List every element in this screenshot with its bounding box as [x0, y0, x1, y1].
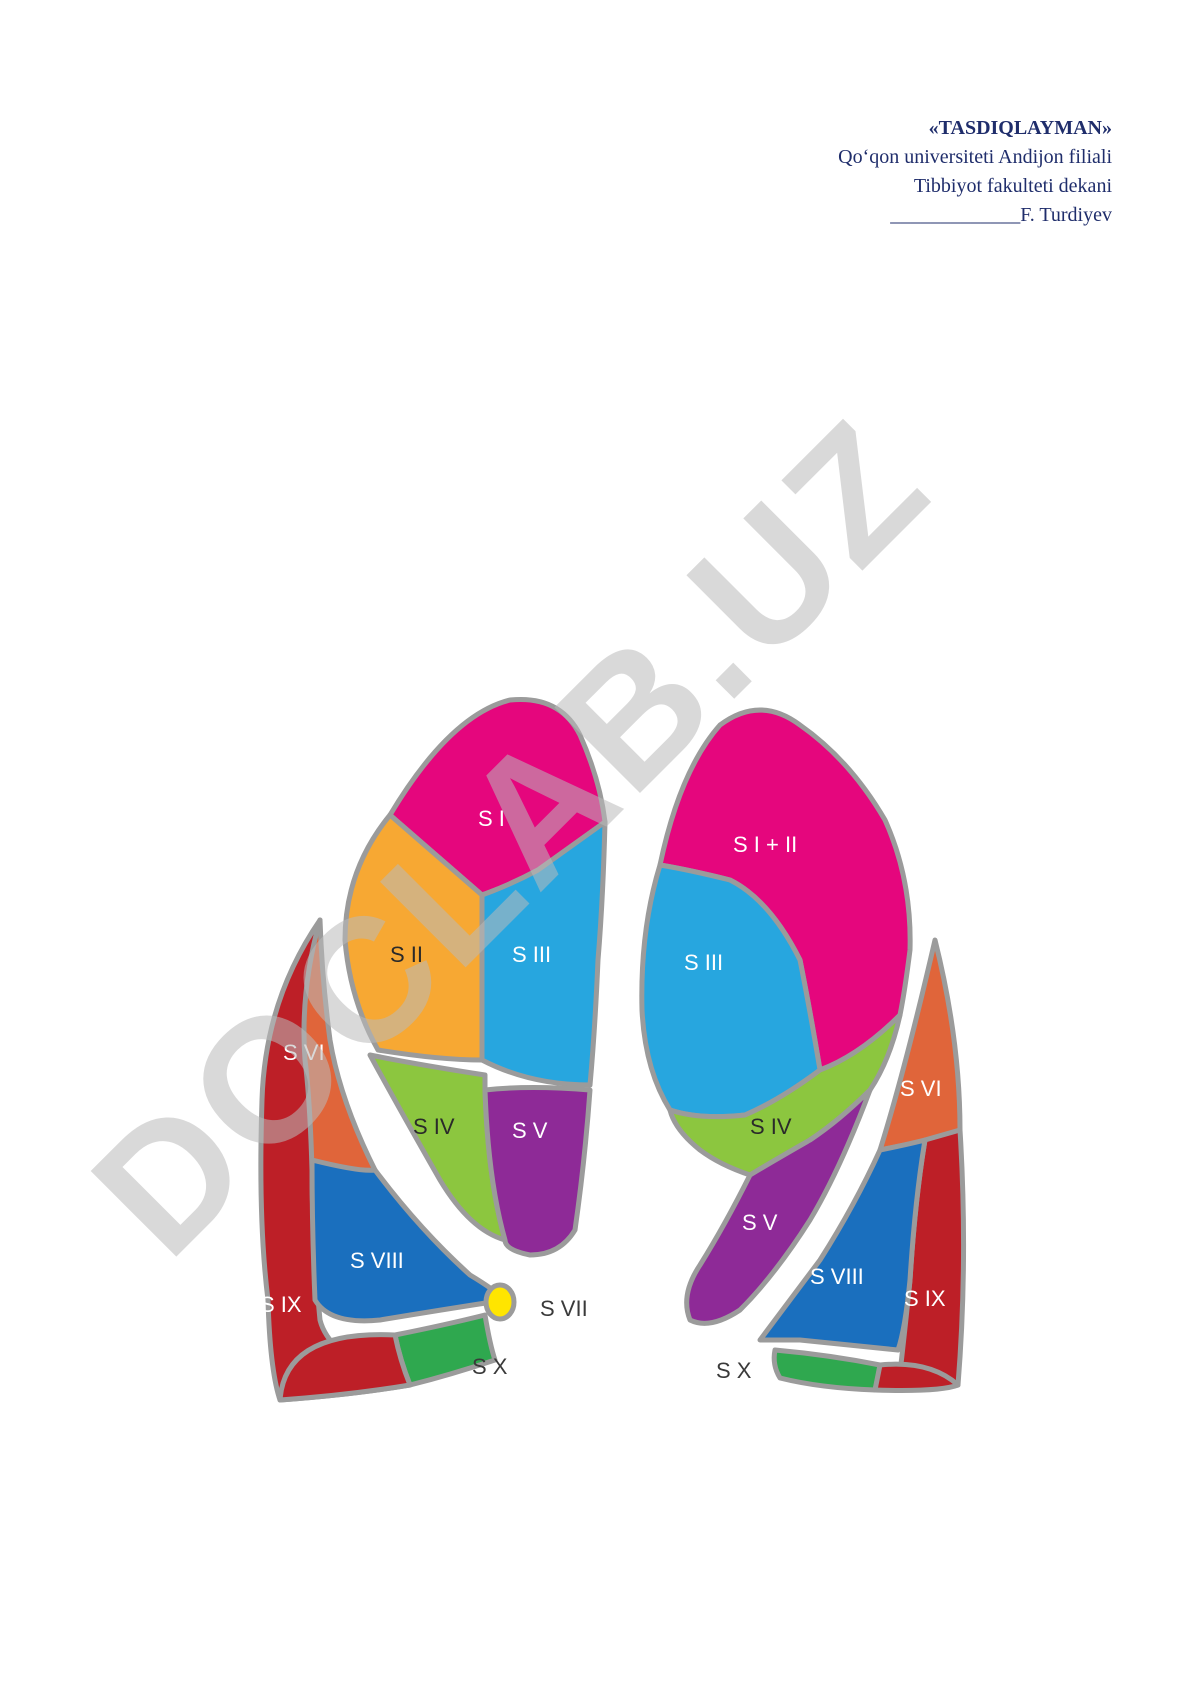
right-s7-region: [483, 1282, 517, 1322]
approval-block: «TASDIQLAYMAN» Qo‘qon universiteti Andij…: [838, 114, 1112, 230]
left-s10-region: [771, 1347, 883, 1393]
right-s2-label: S II: [390, 942, 423, 967]
right-s10-label: S X: [472, 1354, 508, 1379]
left-s8-region: [757, 1137, 928, 1353]
approval-faculty: Tibbiyot fakulteti dekani: [913, 175, 1112, 197]
left-s9-label: S IX: [904, 1286, 946, 1311]
left-s10-label: S X: [716, 1358, 752, 1383]
left-s12-label: S I + II: [733, 832, 797, 857]
right-s5-label: S V: [512, 1118, 548, 1143]
left-s6-label: S VI: [900, 1076, 942, 1101]
left-s4-label: S IV: [750, 1114, 792, 1139]
left-lower-base: [872, 1361, 961, 1393]
right-s5-region: [482, 1085, 593, 1258]
right-lower-base: [277, 1332, 413, 1403]
left-s4-region: [667, 1012, 903, 1178]
left-s5-label: S V: [742, 1210, 778, 1235]
left-s8-label: S VIII: [810, 1264, 864, 1289]
approval-signature: _____________F. Turdiyev: [890, 204, 1112, 226]
right-s3-label: S III: [512, 942, 551, 967]
right-s8-label: S VIII: [350, 1248, 404, 1273]
left-s5-region: [684, 1087, 873, 1326]
right-s7-label: S VII: [540, 1296, 588, 1321]
right-s2-region: [342, 812, 485, 1063]
right-s3-region: [479, 819, 608, 1088]
right-s9-label: S IX: [260, 1292, 302, 1317]
left-s3-label: S III: [684, 950, 723, 975]
right-s6-label: S VI: [283, 1040, 325, 1065]
right-s4-label: S IV: [413, 1114, 455, 1139]
approval-university: Qo‘qon universiteti Andijon filiali: [838, 146, 1112, 168]
approval-title: «TASDIQLAYMAN»: [928, 117, 1112, 139]
right-s1-label: S I: [478, 806, 505, 831]
